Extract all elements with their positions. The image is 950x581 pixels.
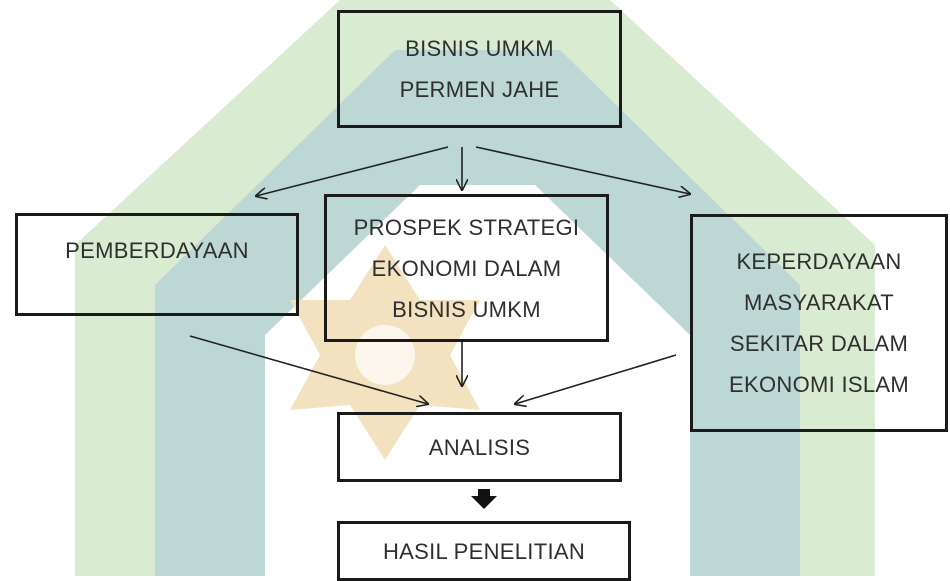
arrow-right-to-analysis	[515, 354, 677, 404]
node-keperdayaan: KEPERDAYAAN MASYARAKAT SEKITAR DALAM EKO…	[690, 214, 948, 432]
arrow-left-to-analysis	[189, 335, 428, 404]
node-text: EKONOMI DALAM	[371, 255, 562, 281]
node-text: EKONOMI ISLAM	[729, 372, 909, 397]
node-pemberdayaan: PEMBERDAYAAN	[15, 213, 299, 316]
node-text: ANALISIS	[428, 434, 531, 460]
watermark-outer-arch	[75, 0, 875, 576]
node-text: PROSPEK STRATEGI	[353, 214, 580, 240]
node-text: HASIL PENELITIAN	[382, 538, 586, 564]
node-prospek-strategi: PROSPEK STRATEGI EKONOMI DALAM BISNIS UM…	[324, 194, 609, 342]
node-text: BISNIS UMKM	[392, 296, 541, 322]
watermark-inner-arch	[155, 50, 800, 576]
node-text: BISNIS UMKM	[405, 36, 554, 61]
arrow-top-to-left	[256, 146, 449, 196]
node-text: PEMBERDAYAAN	[65, 238, 249, 263]
node-text: SEKITAR DALAM	[729, 331, 909, 356]
node-text: PERMEN JAHE	[399, 77, 560, 102]
node-text: KEPERDAYAAN	[736, 249, 902, 274]
node-analisis: ANALISIS	[337, 412, 622, 482]
node-bisnis-umkm: BISNIS UMKM PERMEN JAHE	[337, 10, 622, 128]
connectors	[189, 146, 690, 404]
arrow-analysis-to-result	[471, 489, 497, 509]
arrow-top-to-right	[475, 146, 690, 194]
node-hasil-penelitian: HASIL PENELITIAN	[337, 521, 631, 581]
node-text: MASYARAKAT	[743, 290, 895, 315]
